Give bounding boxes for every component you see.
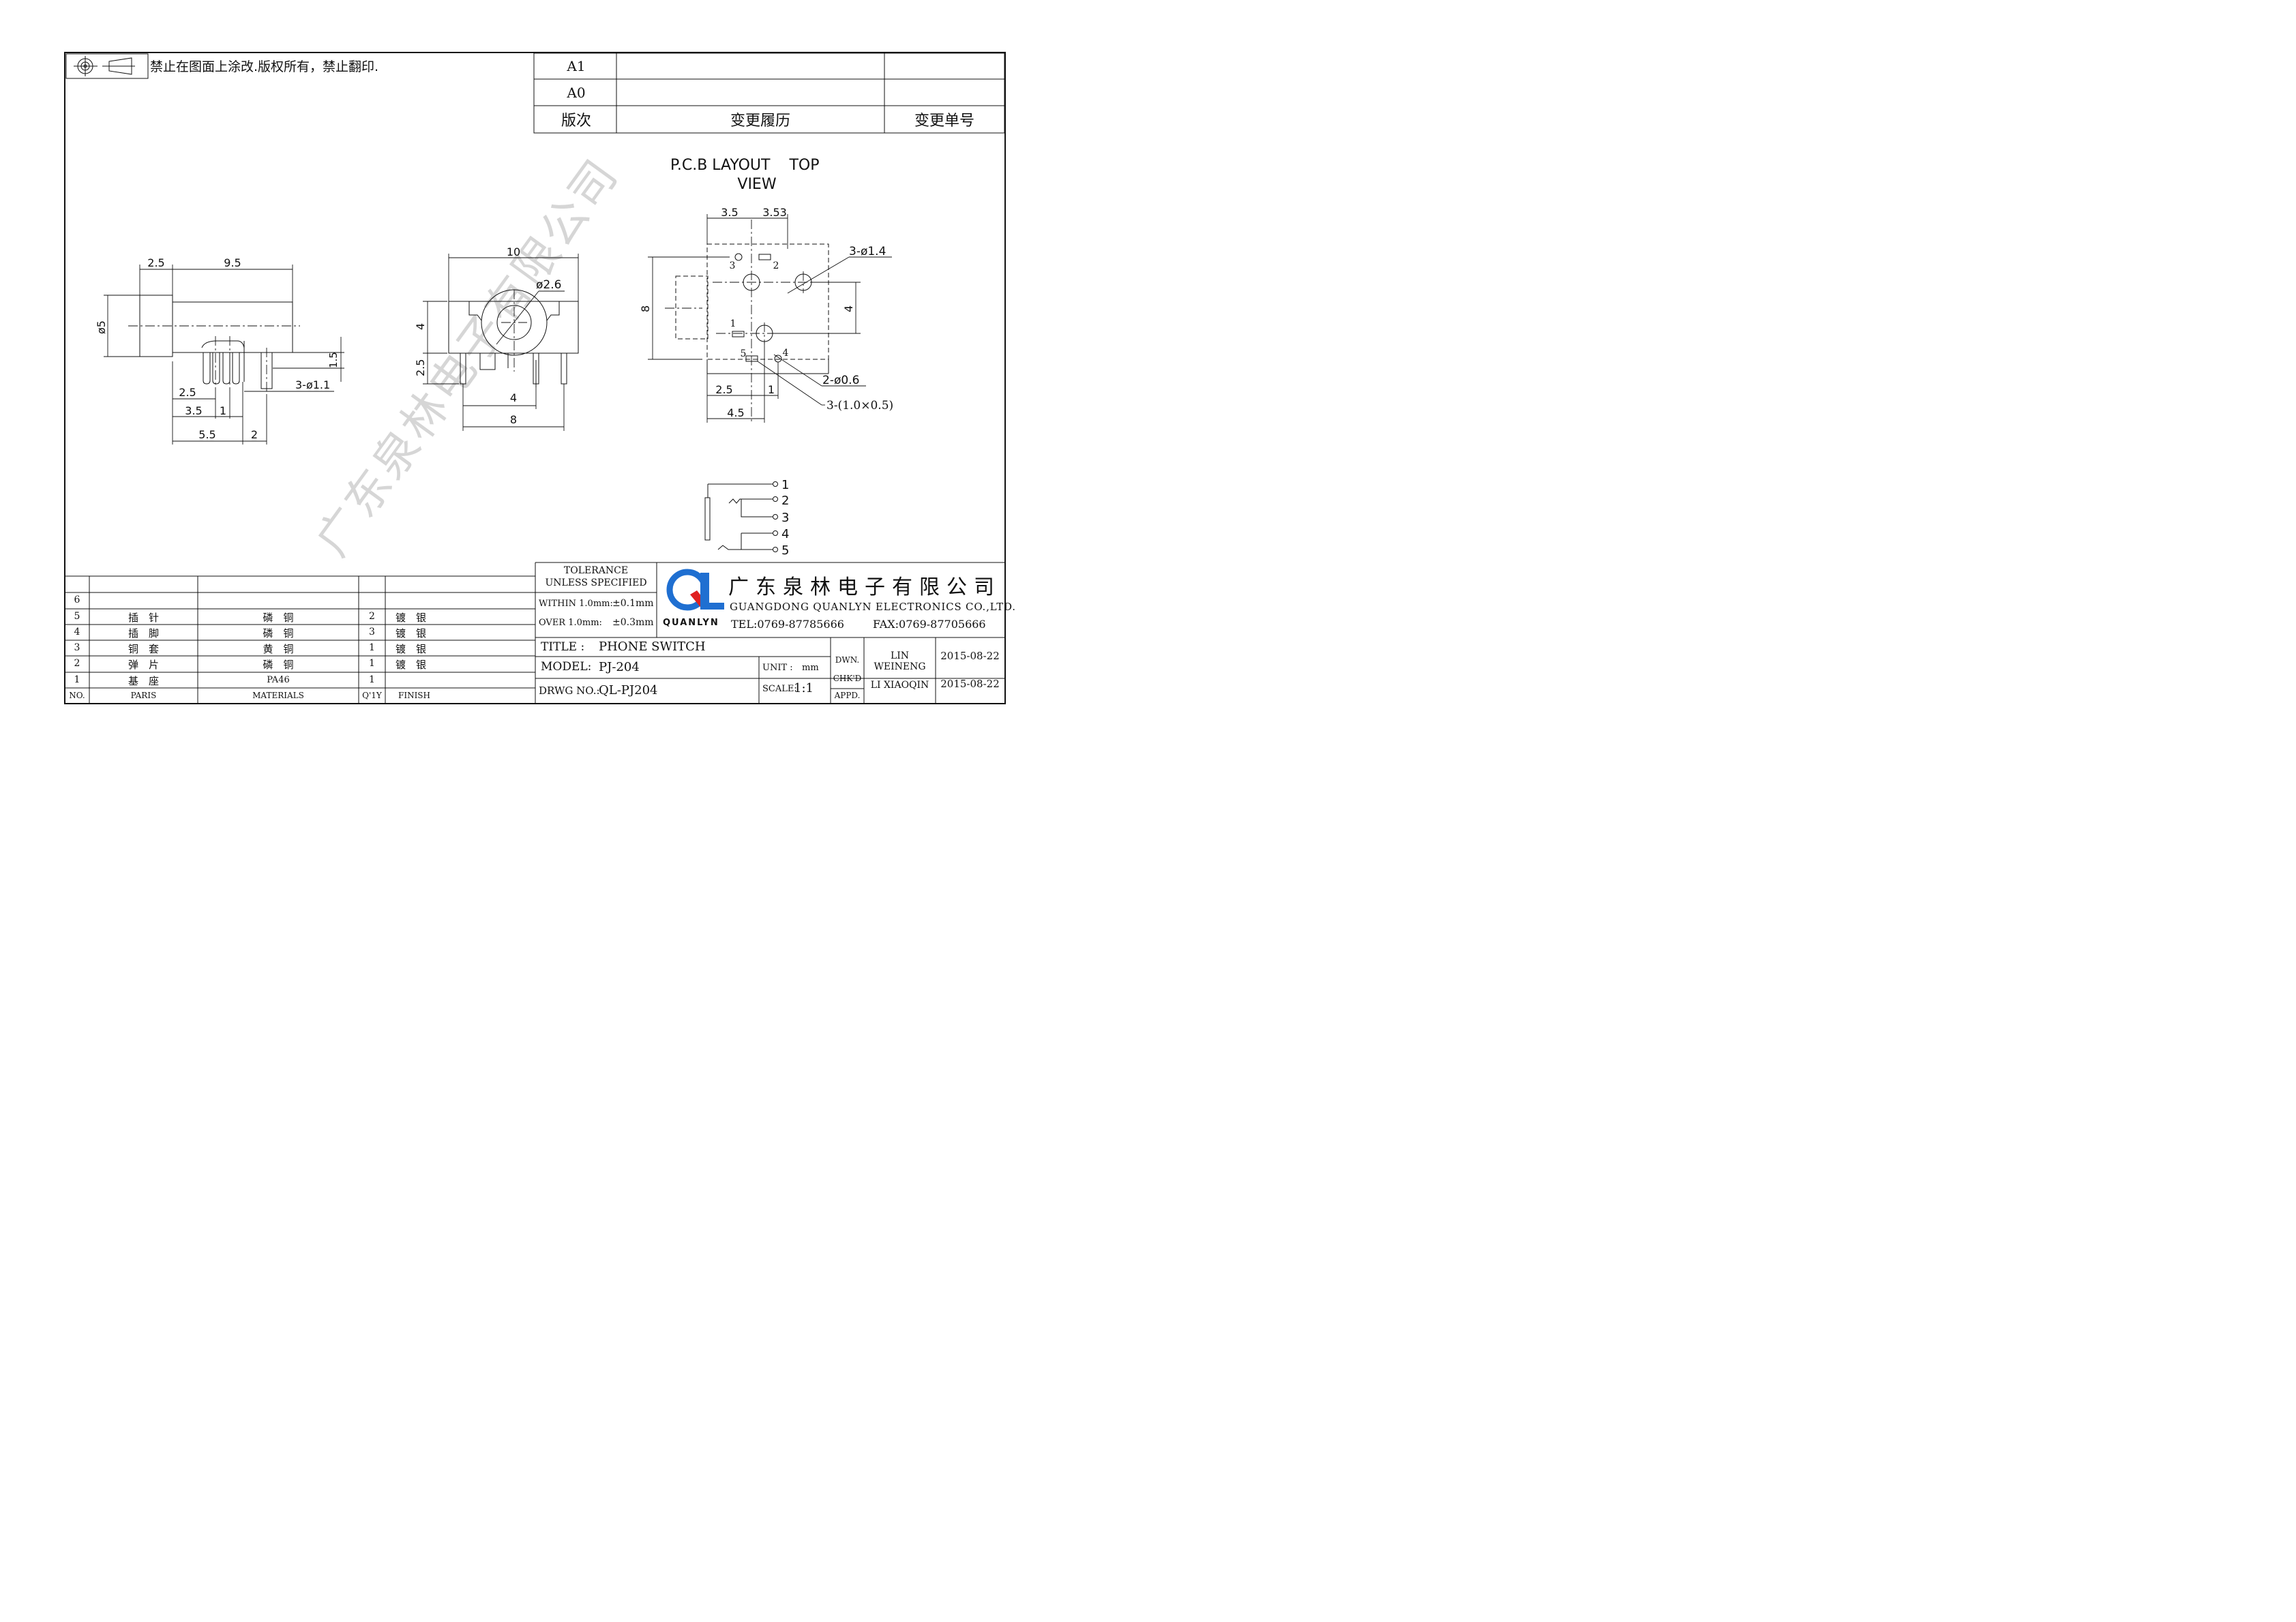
title-block [535,562,1004,704]
pcb-pin-label-5: 5 [741,348,747,359]
schematic-pin-1: 1 [781,478,789,492]
side-dim-1-5: 1.5 [327,352,340,368]
schematic-pin-2: 2 [781,494,789,508]
pcb-layout-view [648,214,892,423]
rev-row-a0: A0 [566,85,585,101]
pcb-pin-label-3: 3 [730,260,736,271]
company-logo [666,569,724,611]
front-dim-4-bottom: 4 [510,391,517,404]
pcb-dim-8: 8 [639,305,652,312]
pcb-title-line2: VIEW [737,176,776,193]
pcb-dim-3-5: 3.5 [721,206,738,219]
parts-table [65,562,536,704]
front-dim-4: 4 [414,323,427,330]
pcb-dim-4: 4 [842,305,855,312]
side-dim-3-5: 3.5 [185,404,202,417]
side-dim-2-5: 2.5 [147,256,164,269]
pcb-dim-3phi1-4: 3-ø1.4 [849,245,886,258]
front-dim-10: 10 [507,245,520,258]
pcb-dim-3-53: 3.53 [762,206,787,219]
front-dim-2-5: 2.5 [414,359,427,376]
pcb-dim-2-5: 2.5 [715,383,732,396]
side-dim-2-5-lower: 2.5 [179,386,196,399]
rev-header-history: 变更履历 [730,112,790,130]
pcb-pin-label-2: 2 [773,260,779,271]
notice-text: 禁止在图面上涂改.版权所有，禁止翻印. [150,59,378,74]
switch-schematic [704,481,778,552]
pcb-dim-3-pad: 3-(1.0×0.5) [826,399,893,412]
pcb-title-line1: P.C.B LAYOUT TOP [670,157,819,174]
side-dim-2: 2 [251,428,258,441]
pcb-dim-2phi0-6: 2-ø0.6 [822,374,859,387]
watermark: 广东泉林电子有限公司 [306,149,629,566]
rev-row-a1: A1 [566,58,585,74]
schematic-pin-3: 3 [781,511,789,525]
schematic-pin-4: 4 [781,527,789,541]
pcb-pin-label-1: 1 [730,318,736,329]
rev-header-number: 变更单号 [914,112,974,130]
pcb-pin-label-4: 4 [783,348,789,359]
side-view [104,265,344,445]
side-dim-phi5: ø5 [95,320,108,334]
pcb-dim-4-5: 4.5 [727,406,744,419]
side-dim-3phi1-1: 3-ø1.1 [295,378,330,391]
front-view [423,254,579,431]
side-dim-1: 1 [220,404,226,417]
side-dim-5-5: 5.5 [198,428,215,441]
front-dim-8: 8 [510,413,517,426]
schematic-pin-5: 5 [781,543,789,558]
revision-table [533,52,1005,134]
front-dim-phi2-6: ø2.6 [536,278,561,292]
rev-header-version: 版次 [561,112,591,130]
drawing-sheet: 广东泉林电子有限公司 禁止在图面上涂改.版权所有，禁止翻印. A1 A0 版次 … [64,52,1006,704]
side-dim-9-5: 9.5 [224,256,241,269]
pcb-dim-1: 1 [768,383,775,396]
projection-symbol [65,53,149,79]
